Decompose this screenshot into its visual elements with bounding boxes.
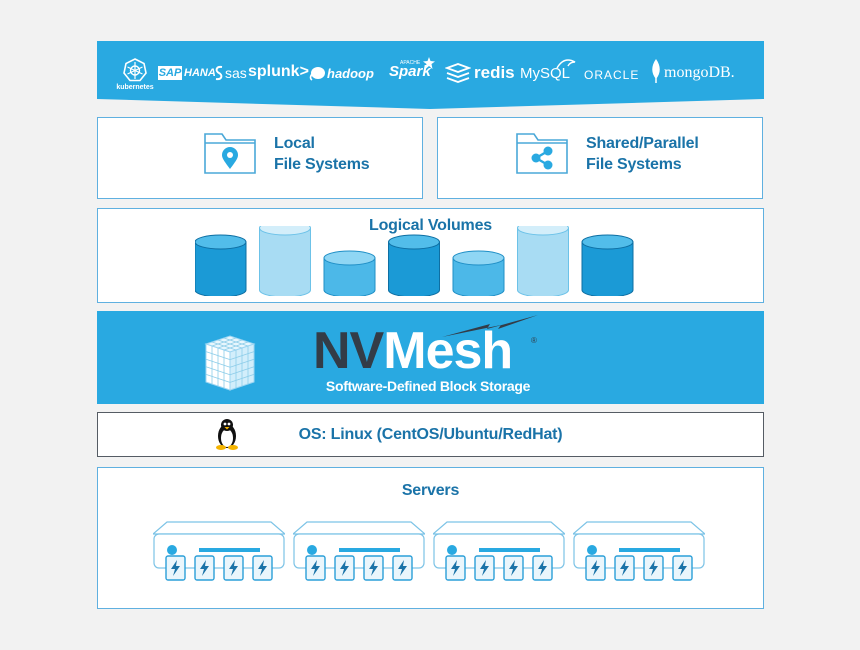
nvmesh-logo: NVMesh (313, 322, 513, 380)
drive-bay-icon (614, 555, 635, 581)
splunk-logo-text: splunk> (248, 63, 309, 80)
nvmesh-trademark: ® (531, 336, 537, 345)
folder-location-icon (204, 133, 256, 174)
servers-title: Servers (401, 482, 460, 499)
apache-label: APACHE (400, 60, 421, 66)
folder-share-icon (516, 133, 568, 174)
volume-cylinder (517, 226, 569, 296)
sap-logo-text: SAP (158, 67, 182, 79)
lightning-bolt-icon (442, 315, 538, 337)
drive-bay-icon (223, 555, 244, 581)
nvmesh-logo-mesh: Mesh (383, 322, 513, 380)
drive-bay-icon (532, 555, 553, 581)
shared-fs-line1: Shared/Parallel (586, 135, 699, 152)
oracle-logo-text: ORACLE (584, 68, 640, 82)
kubernetes-logo-text: kubernetes (116, 84, 154, 91)
volume-cylinders (195, 226, 634, 296)
sap-logo-badge: SAP (158, 66, 182, 80)
drive-bay-icon (503, 555, 524, 581)
server-power-led-icon (587, 545, 597, 555)
drive-bay-icon (445, 555, 466, 581)
drive-bay-icon (334, 555, 355, 581)
kubernetes-icon (123, 58, 147, 82)
hadoop-elephant-icon (309, 67, 325, 81)
nvmesh-logo-nv: NV (313, 322, 384, 380)
server-power-led-icon (447, 545, 457, 555)
server-unit (153, 521, 285, 581)
drive-bay-icon (194, 555, 215, 581)
volume-cylinder (452, 250, 505, 296)
drive-bay-icon (165, 555, 186, 581)
os-label: OS: Linux (CentOS/Ubuntu/RedHat) (298, 426, 563, 443)
volume-cylinder (581, 234, 634, 296)
mongodb-leaf-icon (652, 59, 660, 83)
drive-bay-icon (392, 555, 413, 581)
volume-cylinder (195, 234, 247, 296)
server-power-led-icon (167, 545, 177, 555)
mysql-logo-text: MySQL (520, 65, 571, 82)
hadoop-logo-text: hadoop (327, 66, 374, 81)
local-fs-line2: File Systems (274, 156, 370, 173)
nvmesh-subtitle: Software-Defined Block Storage (325, 378, 531, 394)
drive-bay-icon (474, 555, 495, 581)
hana-logo-text: HANA (184, 67, 216, 79)
mysql-dolphin-icon (556, 59, 576, 69)
os-panel (97, 412, 764, 457)
mongodb-logo-text: mongoDB. (664, 64, 735, 81)
drive-bay-icon (363, 555, 384, 581)
spark-logo-text: Spark (389, 63, 431, 80)
drive-bay-icon (643, 555, 664, 581)
shared-fs-label: Shared/Parallel File Systems (586, 133, 699, 175)
drive-bay-icon (585, 555, 606, 581)
linux-penguin-icon (216, 419, 238, 450)
redis-logo-text: redis (474, 63, 515, 82)
server-unit (433, 521, 565, 581)
sas-swirl-icon (215, 65, 223, 81)
server-unit (293, 521, 425, 581)
shared-fs-line2: File Systems (586, 156, 682, 173)
local-fs-line1: Local (274, 135, 315, 152)
volume-cylinder (388, 234, 440, 296)
drive-bay-icon (672, 555, 693, 581)
local-fs-label: Local File Systems (274, 133, 370, 175)
drive-bay-icon (252, 555, 273, 581)
storage-grid-cube-icon (204, 335, 256, 391)
spark-star-icon (423, 57, 435, 69)
apps-banner-bg (97, 41, 764, 109)
redis-stack-icon (445, 63, 471, 83)
logical-volumes-title: Logical Volumes (369, 217, 492, 234)
volume-cylinder (259, 226, 311, 296)
volume-cylinder (323, 250, 376, 296)
server-power-led-icon (307, 545, 317, 555)
shared-file-systems-panel (437, 117, 763, 199)
server-unit (573, 521, 705, 581)
drive-bay-icon (305, 555, 326, 581)
sas-logo-text: sas (225, 65, 247, 81)
local-file-systems-panel (97, 117, 423, 199)
